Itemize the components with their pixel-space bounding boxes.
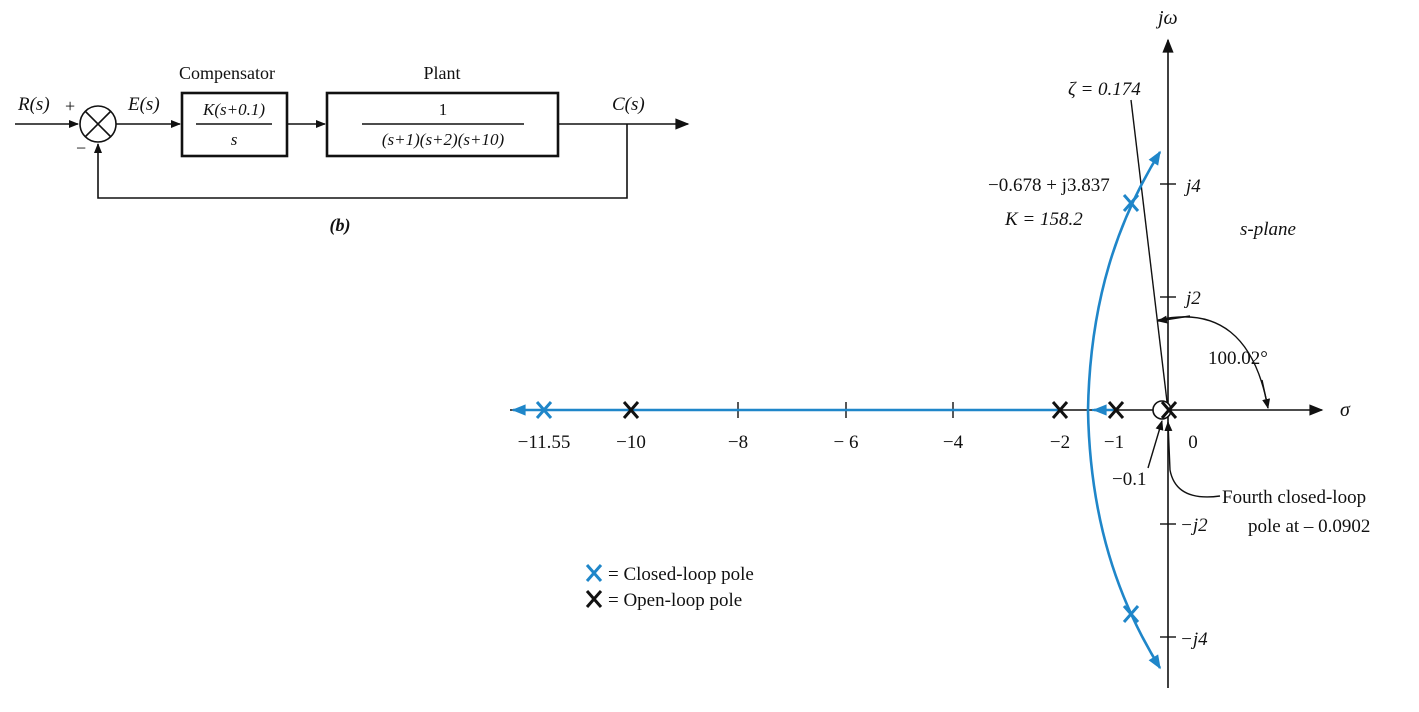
fourth-pole-pointer (1164, 421, 1221, 498)
zeta-line (1130, 99, 1169, 411)
output-label: C(s) (612, 94, 645, 115)
tick-label-neg-j4: −j4 (1180, 629, 1208, 650)
tick-label-neg6: − 6 (834, 432, 859, 453)
locus-lower-branch (1086, 409, 1162, 670)
feedback-path (94, 124, 628, 199)
compensator-title: Compensator (179, 63, 275, 83)
fourth-pole-label-line1: Fourth closed-loop (1222, 487, 1366, 508)
open-loop-pole-0 (1160, 401, 1178, 419)
tick-label-neg2: −2 (1050, 432, 1070, 453)
legend: = Closed-loop pole = Open-loop pole (585, 564, 754, 611)
tick-label-neg-j2: −j2 (1180, 515, 1208, 536)
closed-loop-pole-neg11p55 (535, 401, 553, 419)
summing-junction (79, 105, 117, 143)
open-loop-pole-neg10 (622, 401, 640, 419)
legend-closed-icon (585, 564, 603, 582)
closed-loop-poles (535, 194, 1140, 623)
plant-denominator: (s+1)(s+2)(s+10) (382, 130, 505, 149)
plant-title: Plant (423, 63, 460, 83)
tick-label-neg4: −4 (943, 432, 964, 453)
imag-axis-ticks (1160, 183, 1176, 638)
fourth-pole-label-line2: pole at – 0.0902 (1248, 516, 1370, 537)
legend-open-icon (585, 590, 603, 608)
closed-loop-pole-lower (1122, 605, 1140, 623)
zero-label: −0.1 (1112, 469, 1146, 490)
closed-loop-pole-upper (1122, 194, 1140, 212)
angle-arrow-right (1261, 379, 1271, 409)
zeta-label: ζ = 0.174 (1068, 79, 1141, 100)
imag-axis-label: jω (1155, 7, 1178, 29)
tick-label-neg1: −1 (1104, 432, 1124, 453)
tick-label-neg8: −8 (728, 432, 748, 453)
diagram-caption: (b) (330, 215, 351, 236)
block-diagram: R(s) + − E(s) Compensator K(s+0.1) s Pla… (15, 63, 690, 236)
point-label: −0.678 + j3.837 (988, 175, 1110, 196)
tick-label-j2: j2 (1183, 288, 1201, 309)
open-loop-pole-neg2 (1051, 401, 1069, 419)
tick-label-j4: j4 (1183, 176, 1201, 197)
error-label: E(s) (127, 94, 160, 115)
compensator-denominator: s (231, 130, 238, 149)
compensator-numerator: K(s+0.1) (202, 100, 265, 119)
legend-open-text: = Open-loop pole (608, 590, 742, 611)
legend-closed-text: = Closed-loop pole (608, 564, 754, 585)
tick-label-neg10: −10 (616, 432, 646, 453)
tick-label-neg11p55: −11.55 (518, 432, 571, 453)
plane-label: s-plane (1240, 219, 1296, 240)
real-axis-label: σ (1340, 399, 1351, 421)
plant-numerator: 1 (439, 100, 448, 119)
angle-arrow-left (1157, 315, 1191, 324)
angle-label: 100.02° (1208, 348, 1268, 369)
locus-upper-branch (1086, 150, 1162, 411)
plus-sign: + (65, 96, 75, 116)
tick-label-0: 0 (1188, 432, 1198, 453)
open-loop-poles (622, 401, 1178, 419)
zero-pointer (1147, 420, 1164, 469)
gain-label: K = 158.2 (1004, 209, 1083, 230)
locus-branches (511, 150, 1162, 670)
open-loop-pole-neg1 (1107, 401, 1125, 419)
input-label: R(s) (17, 94, 50, 115)
minus-sign: − (76, 138, 86, 158)
root-locus-plot: σ jω −11.55 −10 −8 − 6 −4 −2 −1 0 j4 j2 … (510, 7, 1370, 688)
